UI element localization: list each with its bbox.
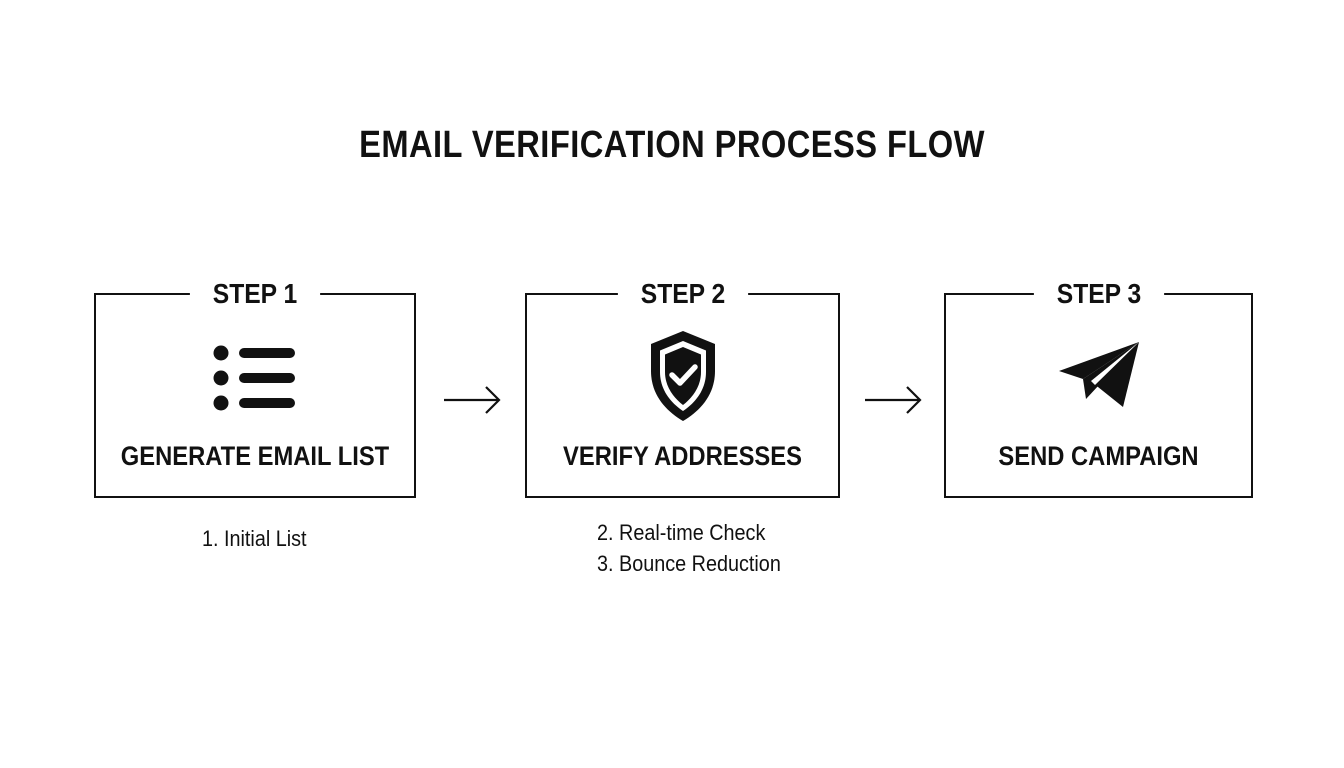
step-2-label: STEP 2: [617, 275, 748, 313]
arrow-right-icon: [865, 386, 922, 414]
step-1-box: STEP 1 GENERATE EMAIL LIST: [94, 275, 416, 498]
list-icon: [213, 345, 295, 411]
step-1-label: STEP 1: [189, 275, 321, 313]
step-3-text: SEND CAMPAIGN: [998, 441, 1199, 471]
step-1-text: GENERATE EMAIL LIST: [120, 441, 390, 471]
arrow-right-icon: [444, 386, 501, 414]
step-3-box: STEP 3 SEND CAMPAIGN: [944, 275, 1253, 498]
diagram-title: EMAIL VERIFICATION PROCESS FLOW: [359, 124, 985, 166]
step-1-note: 1. Initial List: [202, 523, 307, 554]
note-line: 1. Initial List: [202, 526, 307, 551]
step-2-note: 2. Real-time Check 3. Bounce Reduction: [597, 517, 781, 579]
step-2-box: STEP 2 VERIFY ADDRESSES: [525, 275, 840, 498]
paper-plane-icon: [1058, 342, 1139, 407]
step-3-label: STEP 3: [1033, 275, 1164, 313]
shield-check-icon: [650, 331, 715, 421]
note-line: 3. Bounce Reduction: [597, 551, 781, 576]
step-2-text: VERIFY ADDRESSES: [562, 441, 802, 471]
note-line: 2. Real-time Check: [597, 520, 766, 545]
